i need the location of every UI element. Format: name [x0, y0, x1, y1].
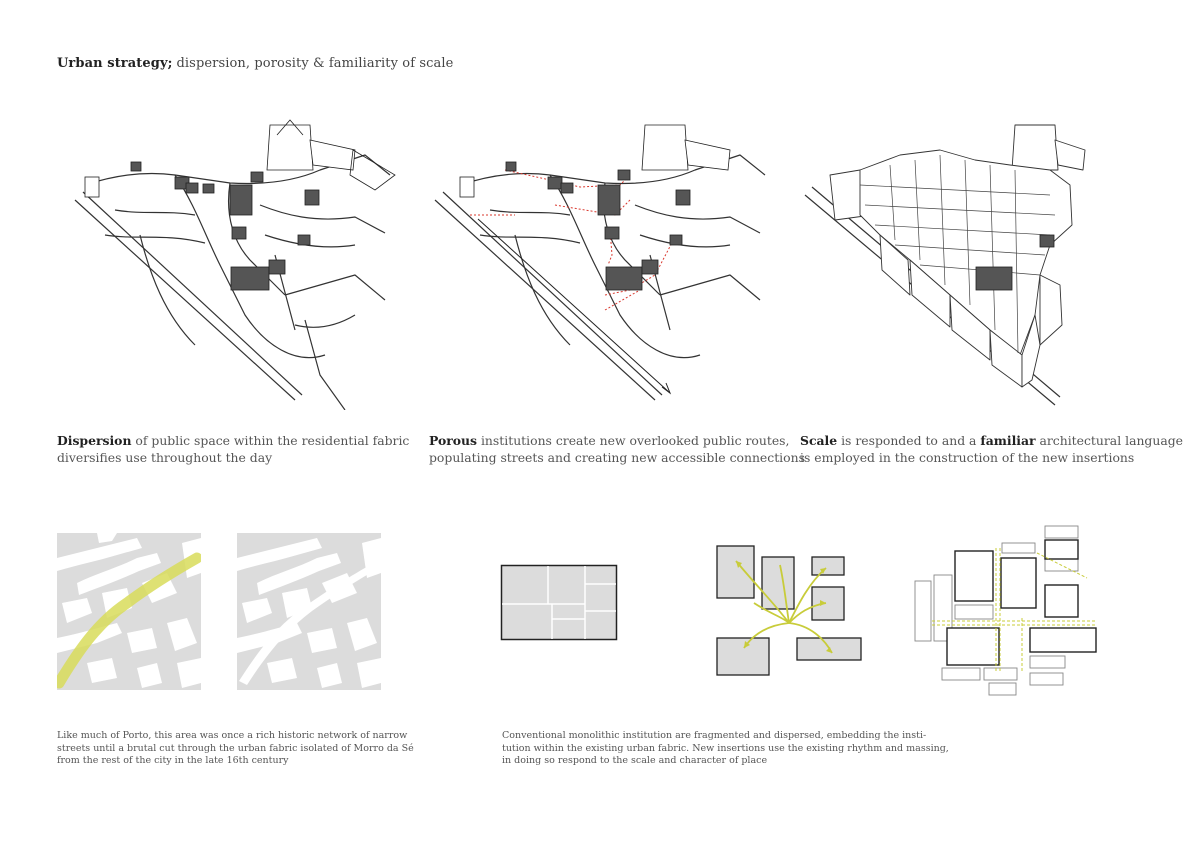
title-subtitle: dispersion, porosity & familiarity of sc… [176, 56, 454, 71]
caption-scale-text: architectural language [1035, 433, 1183, 448]
figure-ground-map-current [237, 533, 381, 690]
note-left-line3: from the rest of the city in the late 16… [57, 755, 289, 766]
caption-dispersion-line2: diversifies use throughout the day [57, 450, 273, 465]
title-bold: Urban strategy; [57, 56, 173, 71]
caption-porosity-text: institutions create new overlooked publi… [477, 433, 790, 448]
caption-dispersion-bold: Dispersion [57, 433, 132, 448]
fragmented-institution-diagram [716, 545, 862, 676]
caption-scale: Scale is responded to and a familiar arc… [800, 432, 1183, 466]
caption-porosity-line2: populating streets and creating new acce… [429, 450, 805, 465]
note-fragmentation: Conventional monolithic institution are … [502, 730, 949, 768]
note-right-line3: in doing so respond to the scale and cha… [502, 755, 768, 766]
caption-scale-bold2: familiar [980, 433, 1036, 448]
note-left-line1: Like much of Porto, this area was once a… [57, 730, 408, 741]
monolithic-institution-diagram [500, 564, 618, 641]
note-porto-history: Like much of Porto, this area was once a… [57, 730, 414, 768]
caption-porosity-bold: Porous [429, 433, 478, 448]
caption-scale-bold: Scale [800, 433, 838, 448]
caption-scale-mid: is responded to and a [837, 433, 981, 448]
porosity-sketch [434, 124, 766, 401]
dispersion-sketch [74, 119, 396, 410]
rhythm-massing-diagram [914, 525, 1097, 696]
note-right-line2: tution within the existing urban fabric.… [502, 742, 949, 754]
figure-ground-map-with-cut [57, 533, 201, 690]
caption-dispersion: Dispersion of public space within the re… [57, 432, 409, 466]
page-title: Urban strategy;dispersion, porosity & fa… [57, 56, 453, 71]
caption-dispersion-text: of public space within the residential f… [131, 433, 410, 448]
scale-sketch [804, 124, 1086, 406]
caption-scale-line2: is employed in the construction of the n… [800, 450, 1135, 465]
caption-porosity: Porous institutions create new overlooke… [429, 432, 805, 466]
note-right-line1: Conventional monolithic institution are … [502, 730, 927, 741]
note-left-line2: streets until a brutal cut through the u… [57, 742, 414, 754]
